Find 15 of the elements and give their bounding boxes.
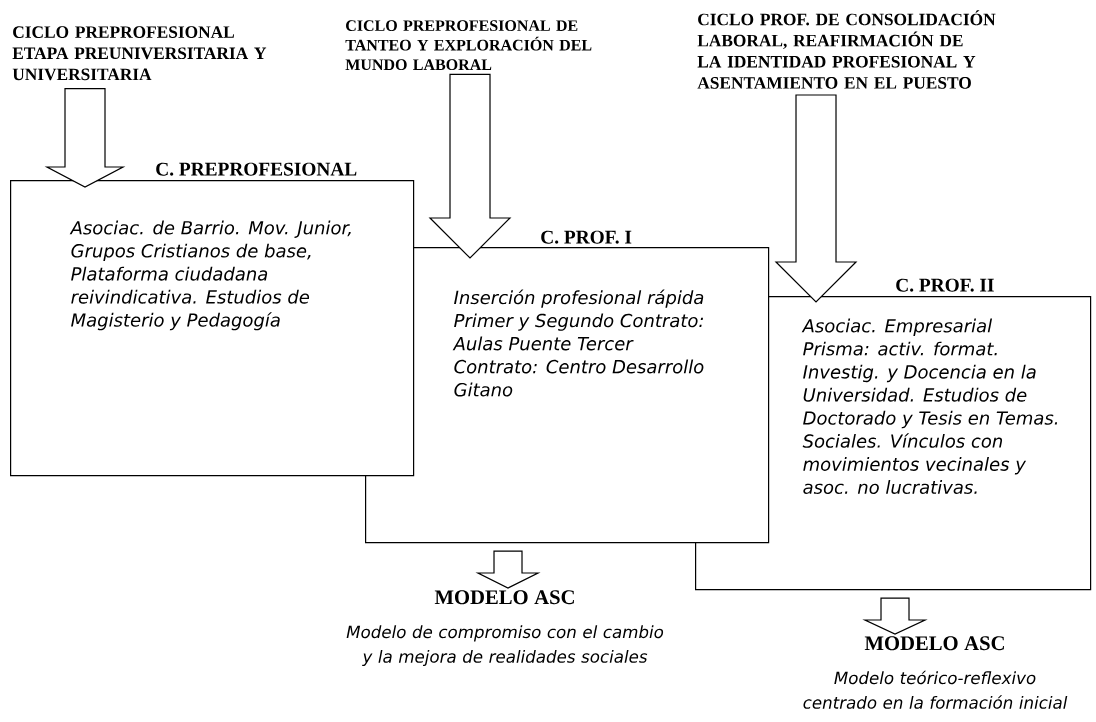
block-arrow: [862, 597, 928, 635]
block-arrow: [428, 73, 512, 259]
stage-heading: CICLO PROF. DE CONSOLIDACIÓN LABORAL, REAFIRMACIÓN DE LA IDENTIDAD PROFESIONAL Y ASENTAMIENTO EN EL PUESTO: [697, 10, 996, 89]
stage-box: Inserción profesional rápida Primer y Segundo Contrato: Aulas Puente Tercer Contrato: Centro Desarrollo Gitano: [365, 247, 770, 544]
box-title: C. PROF. I: [541, 230, 632, 244]
block-arrow: [774, 94, 858, 303]
model-label: MODELO ASC Modelo de compromiso con el cambio y la mejora de realidades sociales: [346, 590, 664, 667]
block-arrow: [475, 550, 541, 589]
box-title: C. PROF. II: [896, 278, 994, 292]
stage-box: Asociac. de Barrio. Mov. Junior, Grupos Cristianos de base, Plataforma ciudadana reivindicativa. Estudios de Magisterio y Pedagogía: [10, 180, 415, 477]
model-label: MODELO ASC Modelo teórico-reflexivo centrado en la formación inicial: [803, 636, 1068, 709]
block-arrow: [44, 87, 126, 188]
stage-heading: CICLO PREPROFESIONAL DE TANTEO Y EXPLORACIÓN DEL MUNDO LABORAL: [345, 20, 592, 71]
stage-heading: CICLO PREPROFESIONAL ETAPA PREUNIVERSITARIA Y UNIVERSITARIA: [12, 26, 267, 81]
box-title: C. PREPROFESIONAL: [156, 162, 357, 176]
